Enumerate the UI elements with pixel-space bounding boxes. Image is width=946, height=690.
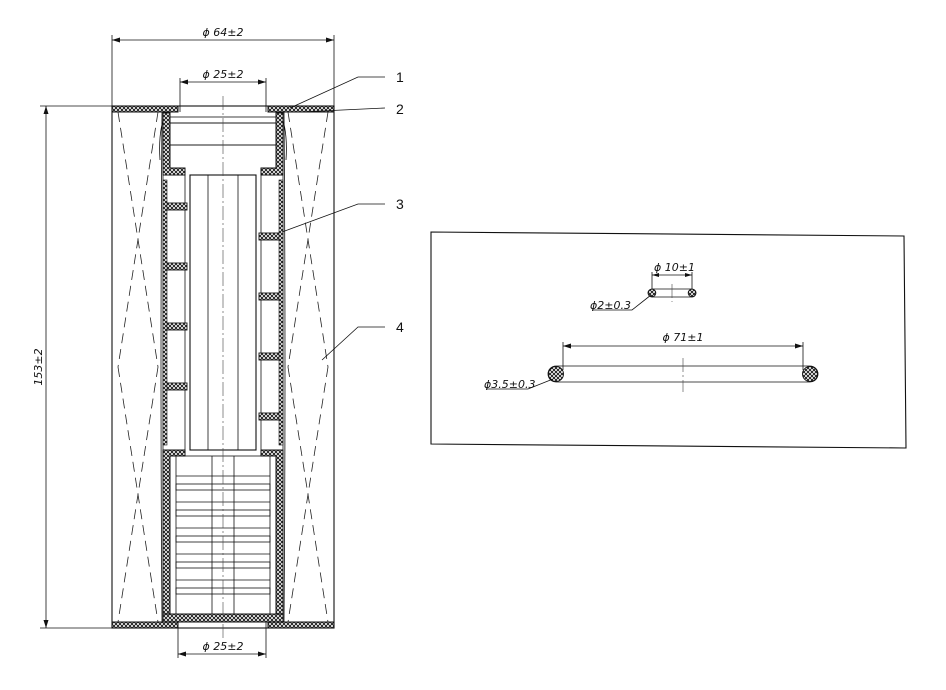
small-ring: ϕ 10±1 ϕ2±0.3: [590, 261, 697, 312]
support-blocks-right: [258, 232, 282, 421]
seal-ring-detail-view: ϕ 10±1 ϕ2±0.3 ϕ 71±1 ϕ3.5±0.3: [430, 231, 907, 449]
top-inner-housing-right: [260, 112, 284, 176]
large-ring-diameter-label: ϕ 71±1: [663, 331, 704, 344]
support-blocks-left: [164, 202, 188, 391]
height-label: 153±2: [32, 348, 45, 385]
pleat-lines-left: [117, 111, 159, 623]
dim-height: 153±2: [32, 105, 112, 629]
bottom-inner-housing-left: [162, 449, 186, 616]
bottom-inner-housing-right: [260, 449, 284, 616]
filter-element-section-view: ϕ 64±2 ϕ 25±2 ϕ 25±2 153±2: [32, 26, 404, 658]
bottom-end-cap-right: [267, 621, 335, 629]
detail-frame: [430, 231, 907, 449]
outer-diameter-label: ϕ 64±2: [203, 26, 244, 39]
large-ring-section-label: ϕ3.5±0.3: [484, 378, 535, 391]
top-inner-housing-left: [162, 112, 186, 176]
dim-inner-diameter-bottom: ϕ 25±2: [177, 622, 267, 658]
small-ring-section-label: ϕ2±0.3: [590, 299, 631, 312]
callout-leaders: 1 2 3 4: [281, 69, 404, 361]
callout-1: 1: [396, 69, 404, 85]
inner-diameter-top-label: ϕ 25±2: [203, 68, 244, 81]
callout-2: 2: [396, 101, 404, 117]
dim-outer-diameter: ϕ 64±2: [111, 26, 335, 106]
small-ring-diameter-label: ϕ 10±1: [654, 261, 695, 274]
large-ring: ϕ 71±1 ϕ3.5±0.3: [484, 331, 819, 392]
dim-inner-diameter-top: ϕ 25±2: [179, 68, 267, 112]
pleat-lines-right: [287, 111, 329, 623]
bottom-end-cap-left: [111, 621, 179, 629]
callout-3: 3: [396, 196, 404, 212]
inner-diameter-bottom-label: ϕ 25±2: [203, 640, 244, 653]
callout-4: 4: [396, 319, 404, 335]
top-end-cap-left: [111, 105, 179, 113]
